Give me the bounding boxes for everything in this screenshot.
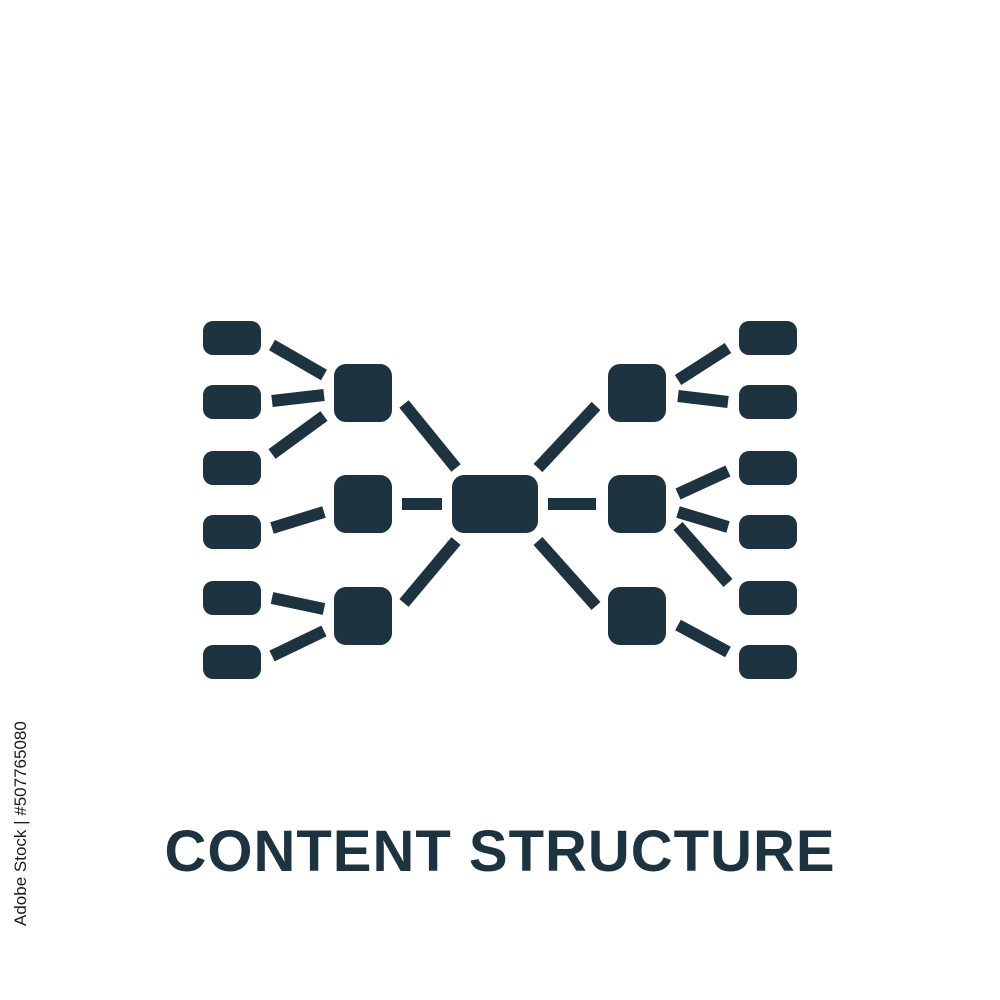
connector-line xyxy=(271,389,325,407)
leaf-node xyxy=(203,385,261,419)
hub-node xyxy=(608,364,666,422)
leaf-node xyxy=(739,645,797,679)
connector-line xyxy=(675,465,731,500)
connector-line xyxy=(269,339,327,381)
leaf-node xyxy=(203,645,261,679)
connector-line xyxy=(533,401,601,473)
leaf-node xyxy=(203,515,261,549)
connector-line xyxy=(674,342,732,386)
icon-caption: CONTENT STRUCTURE xyxy=(164,819,836,884)
hub-node xyxy=(608,587,666,645)
stock-id-label: Adobe Stock | #507765080 xyxy=(11,721,30,926)
leaf-node xyxy=(203,321,261,355)
leaf-node xyxy=(739,321,797,355)
hub-node xyxy=(334,364,392,422)
leaf-node xyxy=(203,451,261,485)
connector-line xyxy=(533,537,601,610)
leaf-node xyxy=(739,515,797,549)
hub-node xyxy=(334,587,392,645)
leaf-node xyxy=(739,451,797,485)
connector-line xyxy=(270,592,326,615)
connector-line xyxy=(269,625,327,662)
leaf-node xyxy=(203,581,261,615)
connector-lines xyxy=(268,339,733,662)
connector-line xyxy=(399,400,461,472)
hub-node xyxy=(608,475,666,533)
structure-nodes xyxy=(203,321,797,679)
connector-line xyxy=(399,537,461,607)
connector-line xyxy=(676,506,730,533)
hub-node xyxy=(334,475,392,533)
connector-line xyxy=(270,506,326,534)
center-node xyxy=(452,475,538,533)
leaf-node xyxy=(739,581,797,615)
connector-line xyxy=(675,619,731,658)
leaf-node xyxy=(739,385,797,419)
connector-line xyxy=(268,411,328,459)
connector-line xyxy=(673,522,733,587)
connector-line xyxy=(677,390,729,408)
